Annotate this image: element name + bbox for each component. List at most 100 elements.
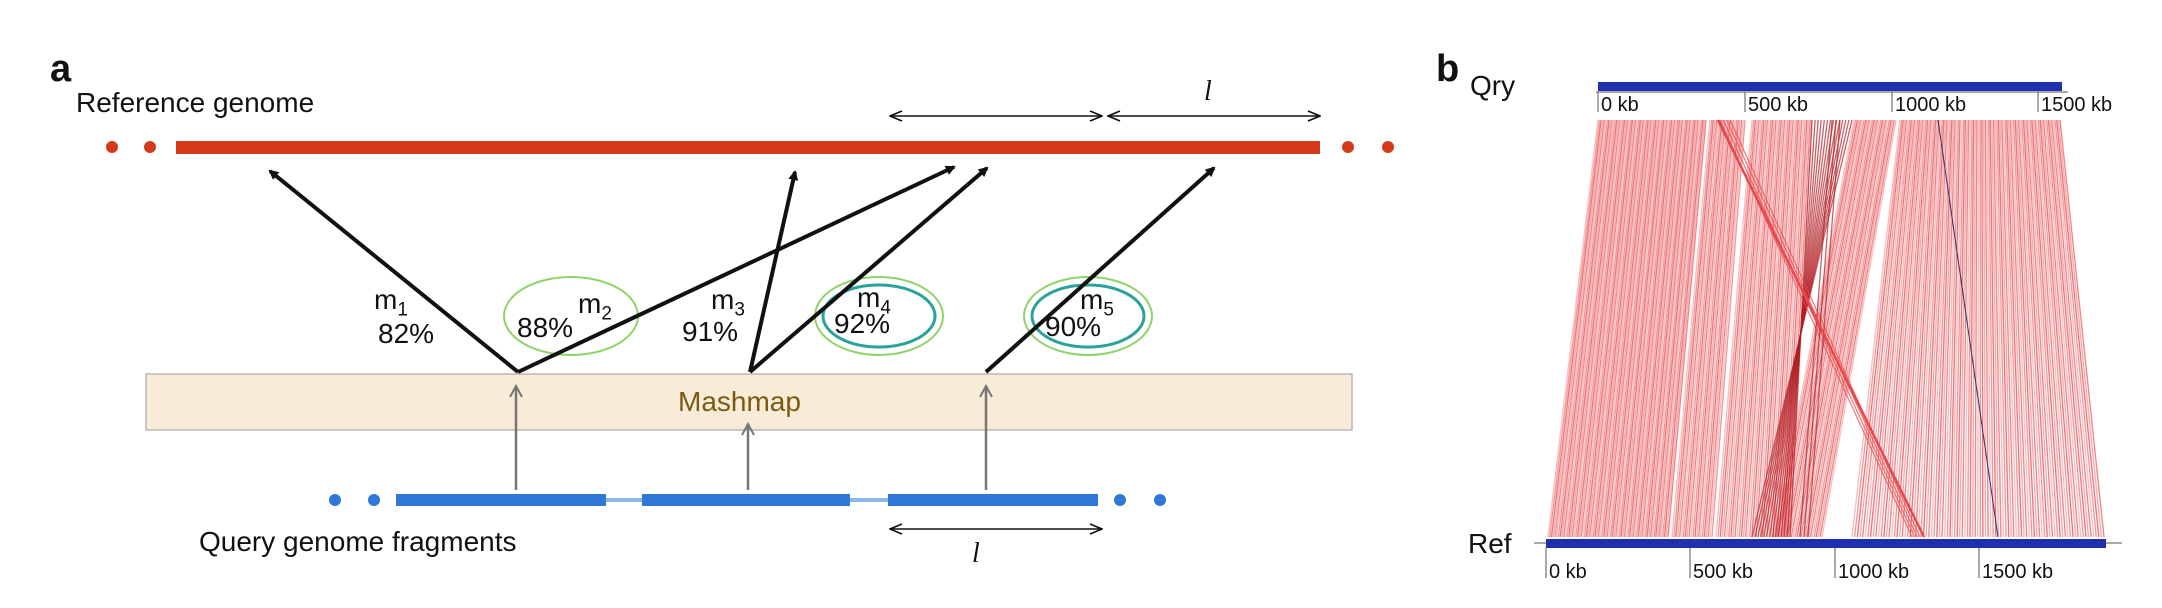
alignment-line	[1959, 119, 1968, 538]
alignment-line	[1861, 119, 1908, 538]
alignment-line	[1951, 119, 1963, 538]
alignment-line	[1644, 119, 1687, 538]
ref-axis-bar	[1546, 539, 2106, 548]
alignment-line	[1813, 119, 1890, 538]
alignment-line	[2034, 119, 2067, 538]
alignment-line	[1717, 119, 1755, 538]
alignment-line	[1938, 119, 1955, 538]
alignment-line	[1701, 119, 1738, 538]
alignment-line	[1559, 119, 1610, 538]
alignment-line	[1604, 119, 1651, 538]
alignment-line	[1794, 119, 1874, 538]
alignment-line	[1569, 119, 1619, 538]
alignment-line	[1575, 119, 1624, 538]
alignment-line	[1632, 119, 1676, 538]
alignment-line	[2049, 119, 2090, 538]
alignment-line-inverted	[1799, 119, 1833, 538]
mapping-identity: 92%	[834, 308, 891, 339]
alignment-line	[2001, 119, 2015, 538]
alignment-line	[2051, 119, 2092, 538]
alignment-line	[1987, 119, 1994, 538]
alignment-line	[1622, 119, 1666, 538]
alignment-line	[1707, 119, 1743, 538]
query-link	[850, 498, 888, 502]
alignment-line	[2052, 119, 2095, 538]
alignment-line	[2042, 119, 2079, 538]
alignment-line	[1817, 119, 1894, 538]
ref-label: Ref	[1468, 528, 1512, 559]
query-genome-label: Query genome fragments	[199, 526, 517, 557]
alignment-line	[1606, 119, 1652, 538]
alignment-line	[1930, 119, 1950, 538]
alignment-line	[1573, 119, 1623, 538]
alignment-line	[2012, 119, 2033, 538]
alignment-line	[1772, 119, 1799, 538]
alignment-line	[1615, 119, 1660, 538]
alignment-line	[1620, 119, 1665, 538]
alignment-line	[1859, 119, 1906, 538]
mapping-subscript: 3	[734, 299, 745, 321]
alignment-line	[1554, 119, 1605, 538]
alignment-line	[1675, 119, 1714, 538]
alignment-line	[1728, 119, 1763, 538]
alignment-line	[1571, 119, 1621, 538]
query-genome	[329, 494, 1166, 506]
alignment-line	[1941, 119, 1956, 538]
mashmap-box	[145, 373, 1353, 431]
alignment-line	[1755, 119, 1786, 538]
alignment-line	[2037, 119, 2072, 538]
alignment-line	[1648, 119, 1690, 538]
alignment-line	[1690, 119, 1728, 538]
alignment-line	[2021, 119, 2046, 538]
alignment-line	[2027, 119, 2056, 538]
alignment-line-dark	[1937, 119, 1999, 538]
alignment-line	[1557, 119, 1609, 538]
highlight-ellipse-m5-outer	[1023, 276, 1153, 356]
alignment-line	[1851, 119, 1901, 538]
alignment-line	[1920, 119, 1943, 538]
alignment-line	[1550, 119, 1602, 538]
alignment-line	[1658, 119, 1699, 538]
alignment-line	[1819, 119, 1895, 538]
alignment-line	[1966, 119, 1973, 538]
alignment-line	[1634, 119, 1677, 538]
query-dot	[368, 494, 380, 506]
alignment-line	[1877, 119, 1917, 538]
alignment-line	[1609, 119, 1655, 538]
alignment-line	[1623, 119, 1668, 538]
alignment-line	[1811, 119, 1889, 538]
alignment-line	[2002, 119, 2018, 538]
alignment-line	[1869, 119, 1913, 538]
reference-dot	[144, 141, 156, 153]
alignment-line	[1946, 119, 1960, 538]
alignment-line	[1917, 119, 1942, 538]
alignment-line-inverted	[1807, 119, 1841, 538]
mapping-subscript: 2	[601, 303, 612, 325]
alignment-line	[1608, 119, 1654, 538]
alignment-line	[1786, 119, 1867, 538]
alignment-line	[1603, 119, 1649, 538]
alignment-line	[1986, 119, 1992, 538]
alignment-line	[1981, 119, 1984, 538]
alignment-line	[1821, 119, 1897, 538]
alignment-line	[1636, 119, 1679, 538]
alignment-line	[1864, 119, 1909, 538]
query-fragment	[888, 494, 1098, 506]
alignment-lines	[1547, 119, 2105, 538]
alignment-line	[2059, 119, 2105, 538]
alignment-line	[1777, 119, 1859, 538]
alignment-line	[1580, 119, 1629, 538]
panel-letter-a: a	[50, 48, 72, 90]
alignment-line	[1564, 119, 1615, 538]
mapping-arrow-m2	[517, 165, 956, 374]
alignment-line	[1585, 119, 1634, 538]
alignment-line	[1660, 119, 1701, 538]
alignment-line	[1953, 119, 1965, 538]
alignment-line	[1699, 119, 1736, 538]
alignment-line	[2019, 119, 2043, 538]
alignment-line	[1671, 119, 1711, 538]
alignment-line	[1698, 119, 1734, 538]
alignment-line	[2006, 119, 2023, 538]
alignment-line	[1977, 119, 1980, 538]
alignment-line	[1682, 119, 1721, 538]
